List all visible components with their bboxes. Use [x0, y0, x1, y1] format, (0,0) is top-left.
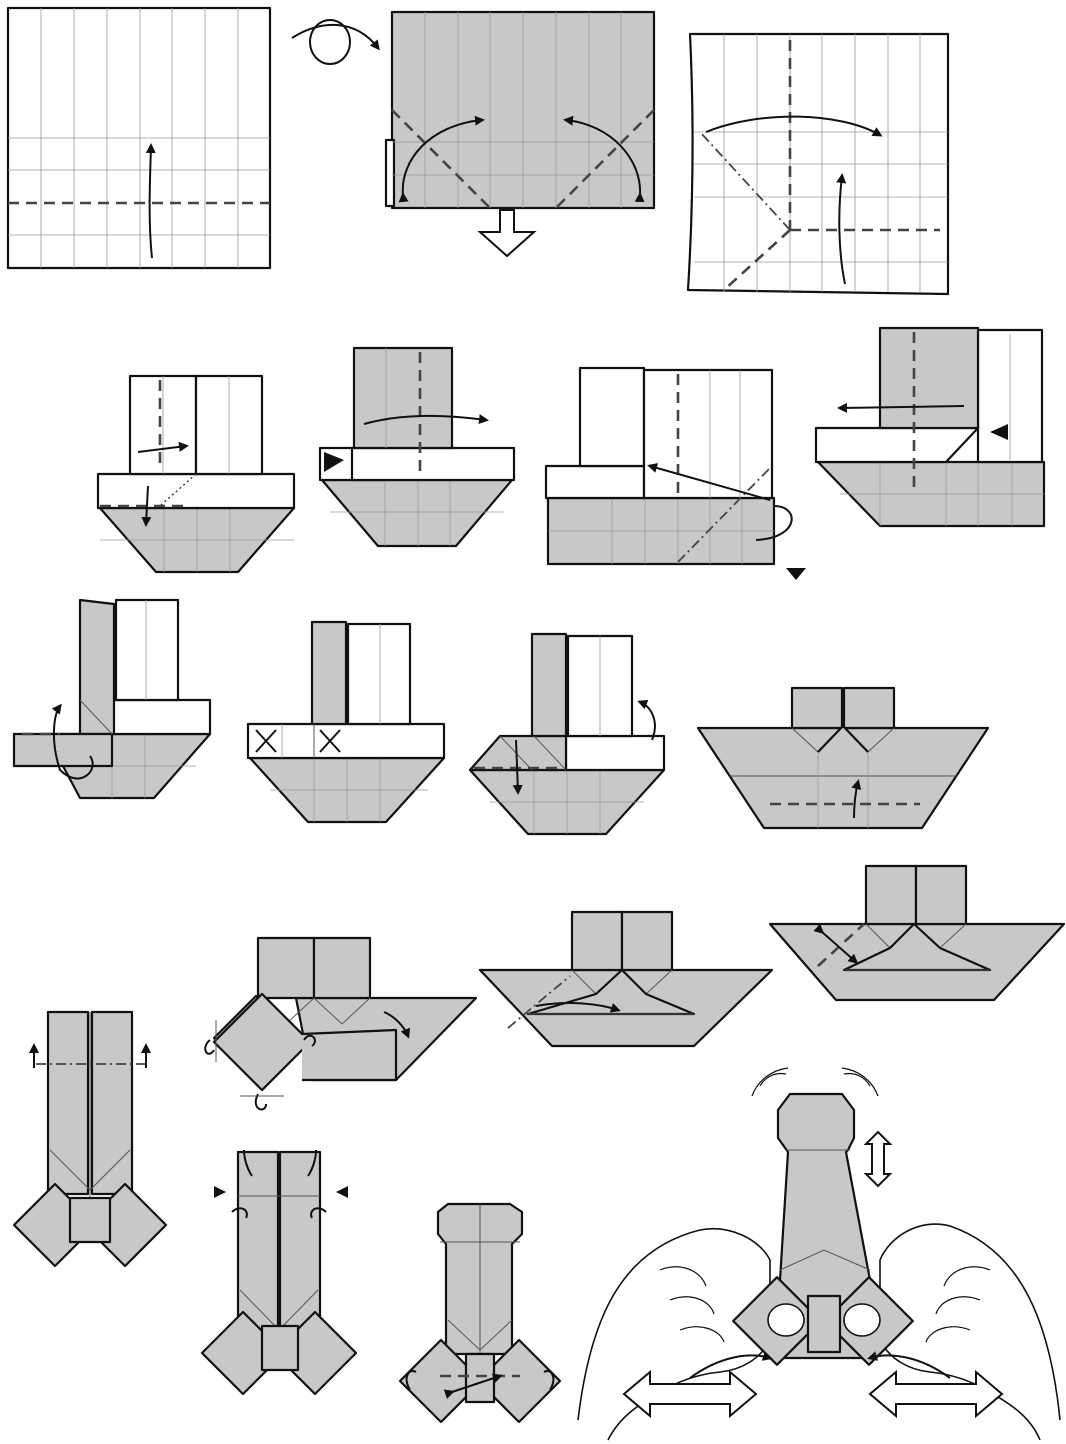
- hollow-arrow: [480, 210, 534, 256]
- step-11: [698, 688, 988, 828]
- step-17: [400, 1204, 560, 1422]
- turn-over-icon: [292, 20, 378, 64]
- step-13: [480, 912, 772, 1046]
- step-3: [688, 34, 948, 294]
- step-10: [470, 634, 664, 834]
- step-8: [14, 600, 210, 798]
- step-2: [386, 12, 654, 256]
- step-18: [578, 1068, 1060, 1440]
- step-5: [320, 348, 514, 546]
- step-14: [205, 938, 476, 1109]
- step-7: [816, 328, 1044, 526]
- step-6: [546, 368, 806, 580]
- step-4: [98, 376, 294, 572]
- step-9: [248, 622, 444, 822]
- hollow-arrow: [866, 1132, 890, 1186]
- push-arrow: [786, 568, 806, 580]
- step-12: [770, 866, 1064, 1000]
- step-1: [8, 8, 270, 268]
- step-16: [202, 1150, 356, 1394]
- right-hand: [880, 1224, 1060, 1440]
- left-hand: [578, 1229, 770, 1440]
- hollow-arrow: [870, 1372, 1002, 1416]
- step-15: [14, 1012, 166, 1266]
